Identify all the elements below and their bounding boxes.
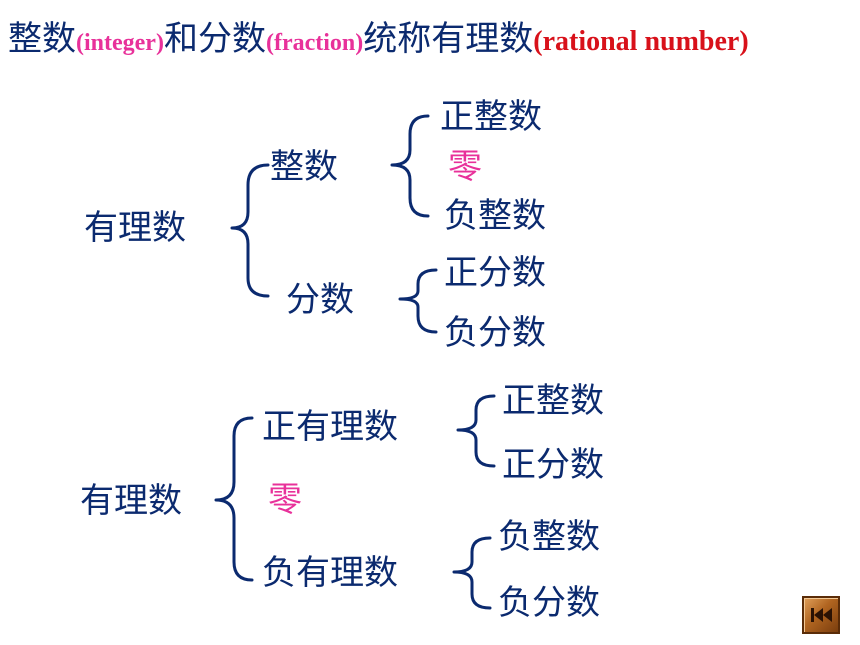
d2-positive-fraction: 正分数 xyxy=(502,445,604,485)
d1-integer-brace xyxy=(390,114,430,218)
d1-integer: 整数 xyxy=(270,147,338,187)
d2-positive-brace xyxy=(456,394,496,468)
d1-negative-integer: 负整数 xyxy=(444,196,546,236)
d1-positive-fraction: 正分数 xyxy=(444,253,546,293)
title-rational: 统称有理数 xyxy=(363,19,534,59)
title-integer-en: (integer) xyxy=(76,30,164,56)
title-integer: 整数 xyxy=(8,19,76,59)
title-rational-en: (rational number) xyxy=(533,26,749,57)
d1-zero: 零 xyxy=(448,147,482,187)
d1-positive-integer: 正整数 xyxy=(440,97,542,137)
d2-root-brace xyxy=(214,416,254,582)
d1-fraction-brace xyxy=(398,268,438,334)
d2-positive-integer: 正整数 xyxy=(502,381,604,421)
d1-root: 有理数 xyxy=(84,208,186,248)
d2-zero: 零 xyxy=(268,480,302,520)
d2-negative-fraction: 负分数 xyxy=(498,583,600,623)
d1-root-brace xyxy=(230,163,270,298)
d2-root: 有理数 xyxy=(80,481,182,521)
d2-positive-rational: 正有理数 xyxy=(262,407,398,447)
d2-negative-rational: 负有理数 xyxy=(262,553,398,593)
skip-to-start-icon xyxy=(811,608,832,622)
d1-fraction: 分数 xyxy=(286,280,354,320)
slide-title: 整数(integer)和分数(fraction)统称有理数(rational n… xyxy=(8,22,749,56)
d2-negative-integer: 负整数 xyxy=(498,517,600,557)
d2-negative-brace xyxy=(452,536,492,610)
title-and-fraction: 和分数 xyxy=(163,19,266,59)
title-fraction-en: (fraction) xyxy=(265,30,364,56)
first-slide-button[interactable] xyxy=(802,596,840,634)
d1-negative-fraction: 负分数 xyxy=(444,313,546,353)
